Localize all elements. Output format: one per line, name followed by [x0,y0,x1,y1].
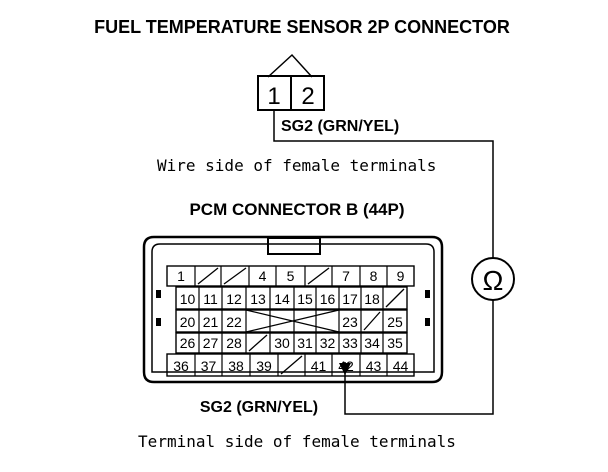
pcm-terminal-34: 34 [364,335,380,351]
unused-terminal-slash [363,311,381,331]
unused-terminal-slash [197,267,219,285]
pcm-terminal-25: 25 [387,314,403,330]
fuel-sensor-connector-title: FUEL TEMPERATURE SENSOR 2P CONNECTOR [94,17,510,37]
probe-pointer [339,363,351,375]
terminal-side-caption: Terminal side of female terminals [138,432,456,451]
pcm-terminal-21: 21 [203,314,219,330]
pcm-terminal-26: 26 [180,335,196,351]
pcm-terminal-22: 22 [226,314,242,330]
pcm-terminal-38: 38 [228,358,244,374]
pcm-terminal-11: 11 [203,291,218,307]
pcm-terminal-27: 27 [203,335,219,351]
pcm-connector-housing [142,235,444,384]
unused-terminal-slash [223,267,247,285]
pcm-terminal-5: 5 [287,268,295,284]
sensor-terminal-1: 1 [267,83,280,110]
pcm-terminal-10: 10 [180,291,196,307]
pcm-terminal-9: 9 [397,268,405,284]
pcm-terminal-43: 43 [366,358,382,374]
pcm-terminal-31: 31 [297,335,313,351]
test-lead-wire [273,110,494,415]
pcm-terminal-15: 15 [297,291,313,307]
pcm-terminal-4: 4 [259,268,267,284]
unused-terminal-slash [385,288,405,308]
unused-terminal-slash [248,334,268,352]
pcm-terminal-8: 8 [370,268,378,284]
pcm-terminal-16: 16 [320,291,336,307]
unused-terminal-slash [307,267,330,285]
pcm-terminal-30: 30 [274,335,290,351]
wire-side-caption: Wire side of female terminals [157,156,436,175]
pcm-terminal-33: 33 [342,335,358,351]
pcm-terminal-17: 17 [342,291,358,307]
pcm-terminal-20: 20 [180,314,196,330]
pcm-connector-title: PCM CONNECTOR B (44P) [189,200,404,219]
pcm-terminal-41: 41 [311,358,327,374]
pcm-terminal-14: 14 [274,291,290,307]
pcm-terminal-13: 13 [250,291,266,307]
pcm-terminal-39: 39 [256,358,272,374]
sg2-label-top: SG2 (GRN/YEL) [281,118,399,135]
sensor-terminal-2: 2 [301,83,314,110]
pcm-terminal-1: 1 [177,268,185,284]
pcm-terminal-36: 36 [173,358,189,374]
unused-terminal-slash [280,355,303,375]
pcm-terminal-18: 18 [364,291,380,307]
pcm-terminal-35: 35 [387,335,403,351]
pcm-terminal-32: 32 [320,335,336,351]
fuel-sensor-2p-connector: 1 2 [257,53,325,111]
pcm-terminal-37: 37 [201,358,217,374]
pcm-terminal-12: 12 [226,291,242,307]
pcm-terminal-28: 28 [226,335,242,351]
unused-block-cross [245,309,340,333]
pcm-terminal-44: 44 [393,358,409,374]
sg2-label-bottom: SG2 (GRN/YEL) [200,399,318,416]
pcm-terminal-7: 7 [342,268,350,284]
ohm-symbol: Ω [483,265,504,296]
ohmmeter: Ω [471,257,515,301]
pcm-terminal-23: 23 [342,314,358,330]
